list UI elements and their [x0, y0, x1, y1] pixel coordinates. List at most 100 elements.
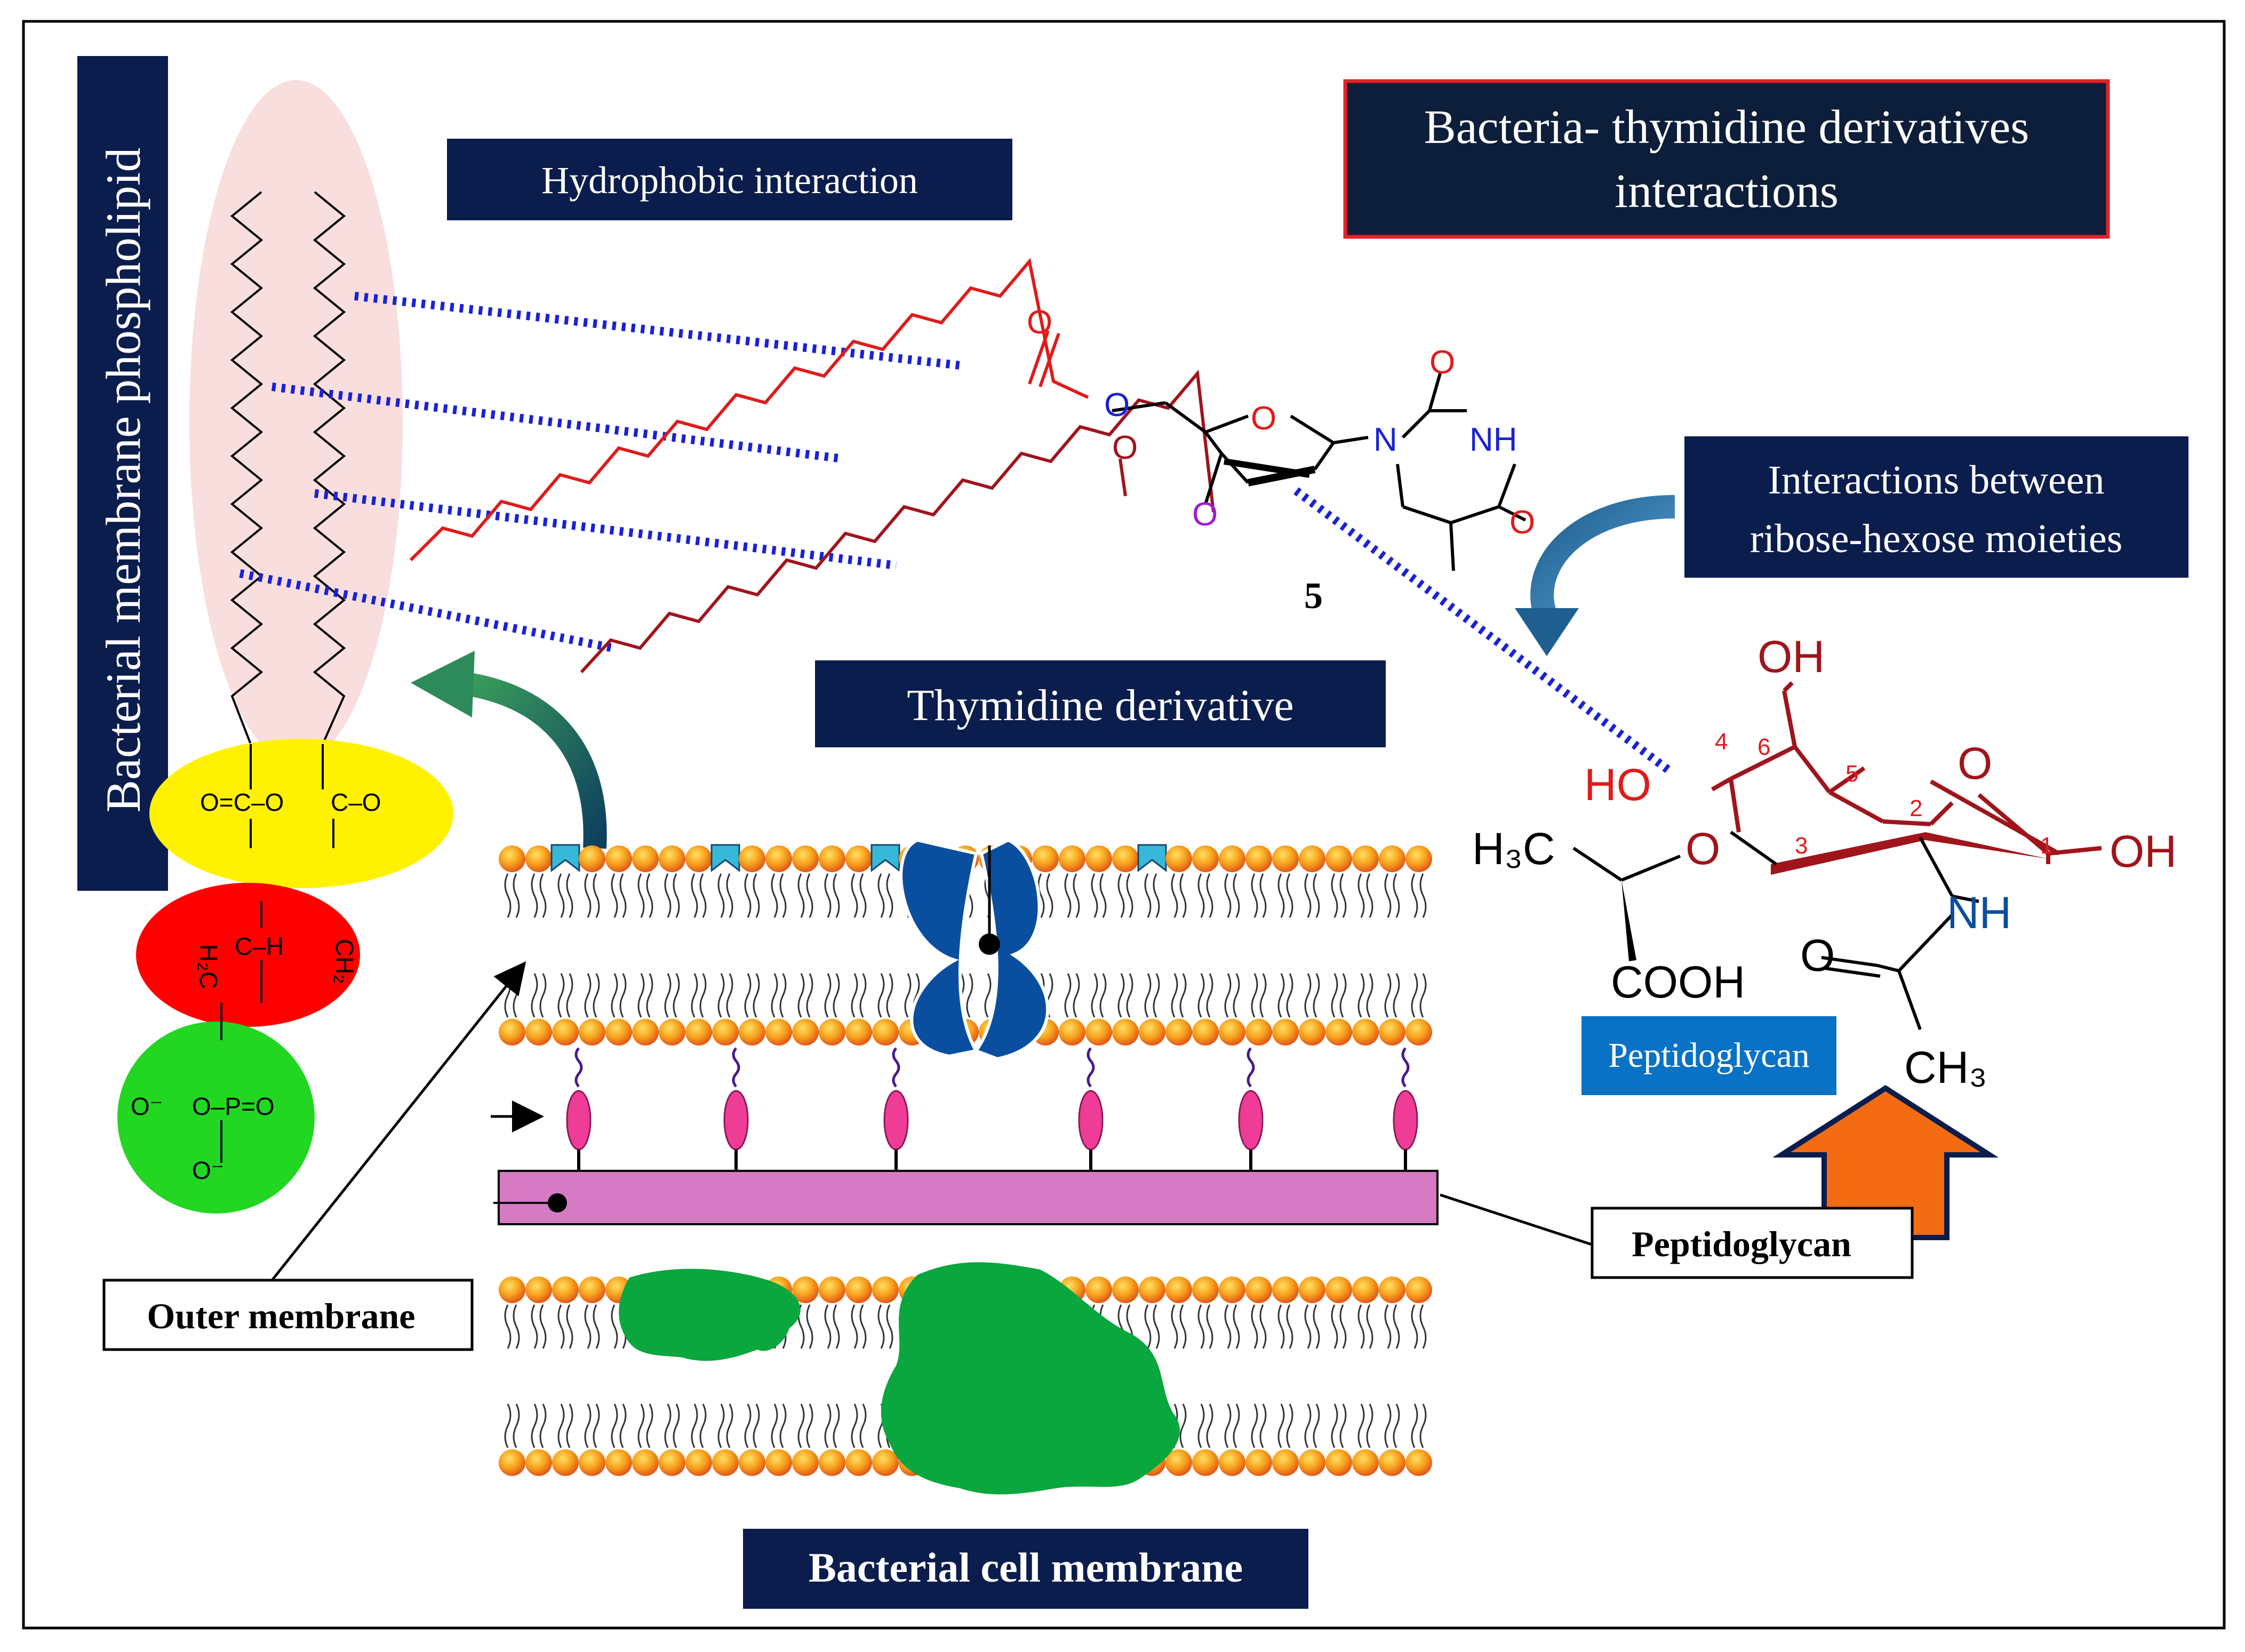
- lipid-head: [1352, 845, 1379, 872]
- lipid-tail: [1304, 1403, 1312, 1448]
- lipid-head: [872, 1276, 899, 1303]
- lipid-tail: [637, 873, 645, 918]
- lipid-tail: [1384, 873, 1392, 918]
- carbon-4: 4: [1715, 729, 1728, 755]
- lipid-head: [499, 1019, 525, 1046]
- lipid-tail: [1419, 1403, 1427, 1448]
- lipid-head: [525, 1276, 552, 1303]
- lipid-tail: [1357, 973, 1365, 1018]
- thymidine-structure: O O O O O O O N NH 5: [409, 258, 1535, 674]
- lipid-tail: [833, 1304, 840, 1349]
- lipid-tail: [1286, 1304, 1293, 1349]
- lipid-tail: [504, 1403, 512, 1448]
- fatty-chain-right: [313, 191, 346, 745]
- lipid-head: [1165, 1276, 1192, 1303]
- lipid-tail: [566, 1403, 573, 1448]
- lipid-tail: [1179, 1304, 1187, 1349]
- lipid-tail: [539, 1403, 547, 1448]
- thymidine-atoms: O O O O O O O N NH: [1027, 304, 1535, 541]
- lipid-tail: [779, 1403, 787, 1448]
- lipid-tail: [1153, 973, 1160, 1018]
- ester-o1: O: [1027, 304, 1052, 341]
- lps-head: [870, 844, 900, 873]
- lipid-tail: [1073, 873, 1080, 918]
- ribose-wedge: [1224, 458, 1310, 478]
- lipid-tail: [1251, 1403, 1258, 1448]
- ester-chain-2: [580, 369, 1215, 674]
- lipid-tail: [619, 873, 627, 918]
- lipid-tail: [1099, 873, 1107, 918]
- lipid-tail: [637, 1403, 645, 1448]
- lipid-head: [739, 1019, 765, 1046]
- lipid-head: [632, 1019, 659, 1046]
- lipid-tail: [753, 1403, 760, 1448]
- lipid-tail: [1313, 973, 1320, 1018]
- lipoprotein: [1238, 1090, 1264, 1151]
- lipid-tail: [673, 973, 680, 1018]
- peptidoglycan-blue-label: Peptidoglycan: [1581, 1016, 1836, 1095]
- lipid-tail: [1411, 1403, 1418, 1448]
- lipid-tail: [859, 1403, 867, 1448]
- lipid-tail: [1224, 873, 1232, 918]
- lipoprotein-linker: [1401, 1047, 1410, 1088]
- carbon-6: 6: [1757, 734, 1770, 760]
- lipid-tail: [1277, 1304, 1285, 1349]
- lipid-tail: [771, 973, 778, 1018]
- lipid-tail: [513, 1304, 520, 1349]
- lipid-tail: [1197, 873, 1205, 918]
- lipid-tail: [806, 873, 813, 918]
- carbon-2: 2: [1910, 795, 1922, 821]
- lipid-tail: [1233, 1403, 1240, 1448]
- lipoprotein: [723, 1090, 749, 1151]
- lipid-head: [819, 1276, 845, 1303]
- lipid-head: [845, 1276, 872, 1303]
- lipid-tail: [531, 1304, 538, 1349]
- lipid-head: [1165, 1449, 1192, 1476]
- carbonyl-right-label: C–O: [331, 788, 381, 816]
- lipid-tail: [611, 1304, 618, 1349]
- lipid-tail: [779, 973, 787, 1018]
- lipid-head: [1299, 1449, 1325, 1476]
- lps-head: [1137, 844, 1167, 873]
- lipid-tail: [513, 873, 520, 918]
- lipid-head: [1219, 1019, 1245, 1046]
- lipid-head: [499, 1449, 525, 1476]
- lipid-head: [605, 1019, 632, 1046]
- lipid-tail: [1419, 1304, 1427, 1349]
- lipid-tail: [833, 873, 840, 918]
- lipid-head: [1379, 845, 1405, 872]
- title-line-2: interactions: [1615, 165, 1839, 218]
- lipid-tail: [1064, 973, 1072, 1018]
- cell-membrane-label-text: Bacterial cell membrane: [809, 1544, 1243, 1591]
- lipid-head: [1325, 1019, 1352, 1046]
- lipid-tail: [1117, 973, 1125, 1018]
- lipid-tail: [1197, 973, 1205, 1018]
- lipid-head: [1112, 845, 1139, 872]
- lipid-head: [499, 845, 525, 872]
- lipid-tail: [1313, 873, 1320, 918]
- lipid-tail: [726, 973, 733, 1018]
- lipid-head: [1165, 1019, 1192, 1046]
- lipid-head: [1405, 1276, 1432, 1303]
- ribose-hexose-label-box: Interactions between ribose-hexose moiet…: [1684, 436, 2188, 578]
- curved-arrow-green: [411, 651, 607, 849]
- lipid-tail: [1144, 873, 1152, 918]
- thymidine-label-text: Thymidine derivative: [907, 681, 1293, 730]
- lipid-tail: [753, 873, 760, 918]
- lipid-head: [712, 1019, 739, 1046]
- hydrophobic-label-box: Hydrophobic interaction: [447, 139, 1012, 220]
- lipid-tail: [966, 973, 973, 1018]
- lipid-head: [525, 1449, 552, 1476]
- nam-ho: HO: [1584, 760, 1651, 810]
- lipid-head: [1192, 1276, 1219, 1303]
- lipid-tail: [1384, 973, 1392, 1018]
- cell-membrane-label-box: Bacterial cell membrane: [743, 1529, 1308, 1609]
- lipid-tail: [699, 1403, 707, 1448]
- lipid-head: [712, 1449, 739, 1476]
- lipid-tail: [1259, 973, 1267, 1018]
- lipid-tail: [1366, 873, 1373, 918]
- lipid-tail: [593, 1403, 600, 1448]
- lipid-tail: [1233, 973, 1240, 1018]
- lipid-tail: [531, 873, 538, 918]
- carbonyl-o2: O: [1112, 429, 1138, 466]
